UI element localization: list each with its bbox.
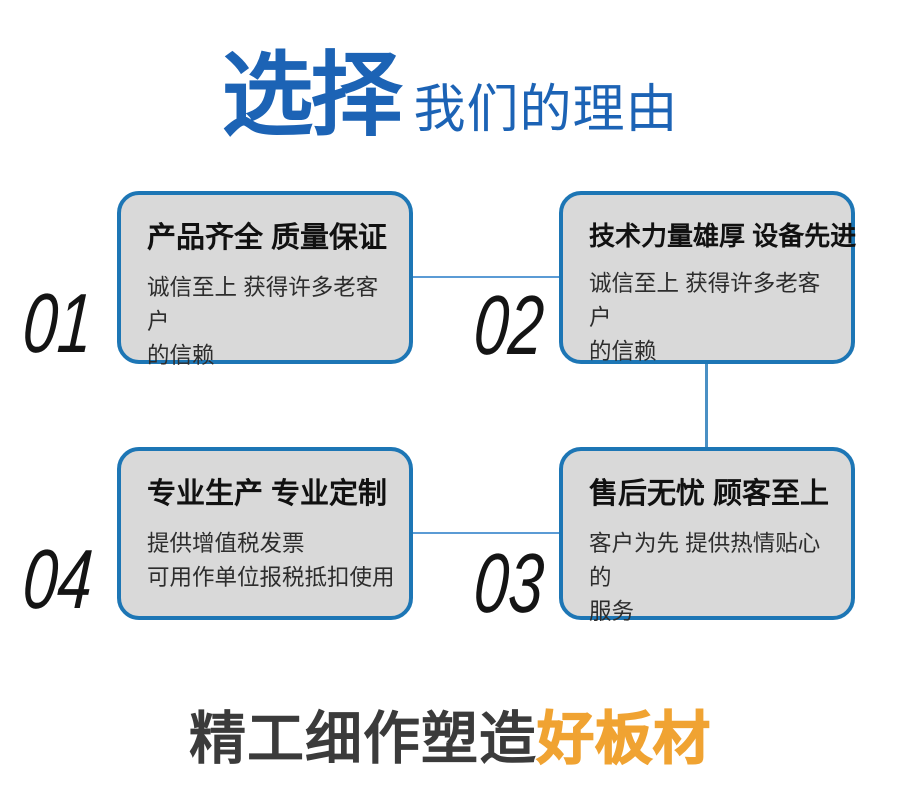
connector-card1-card2 [410,276,560,278]
card-title: 产品齐全 质量保证 [147,222,388,254]
card-title: 技术力量雄厚 设备先进 [589,221,857,251]
feature-card-03: 售后无忧 顾客至上 客户为先 提供热情贴心的 服务 [559,447,855,624]
title-rest-text: 我们的理由 [413,81,679,139]
card-body: 客户为先 提供热情贴心的 服务 [589,530,821,624]
feature-card-01: 产品齐全 质量保证 诚信至上 获得许多老客户 的信赖 [117,191,413,368]
card-title: 专业生产 专业定制 [147,478,388,510]
card-title: 售后无忧 顾客至上 [589,478,830,510]
step-number-02: 02 [471,278,547,372]
page-title: 选择 我们的理由 [0,50,900,142]
connector-card2-card3 [705,362,708,450]
card-body: 提供增值税发票 可用作单位报税抵扣使用 [147,530,395,590]
step-number-01: 01 [20,276,96,370]
feature-card-02: 技术力量雄厚 设备先进 诚信至上 获得许多老客户 的信赖 [559,191,857,364]
card-body: 诚信至上 获得许多老客户 的信赖 [147,274,379,368]
step-number-04: 04 [20,532,96,626]
title-highlight-text: 选择 [221,45,402,147]
card-body: 诚信至上 获得许多老客户 的信赖 [589,270,821,364]
slogan-dark-text: 精工细作塑造 [189,707,537,771]
step-number-03: 03 [471,536,547,630]
connector-card4-card3 [410,532,560,534]
feature-card-04: 专业生产 专业定制 提供增值税发票 可用作单位报税抵扣使用 [117,447,413,620]
slogan-orange-text: 好板材 [536,706,711,772]
bottom-slogan: 精工细作塑造好板材 [0,702,900,776]
